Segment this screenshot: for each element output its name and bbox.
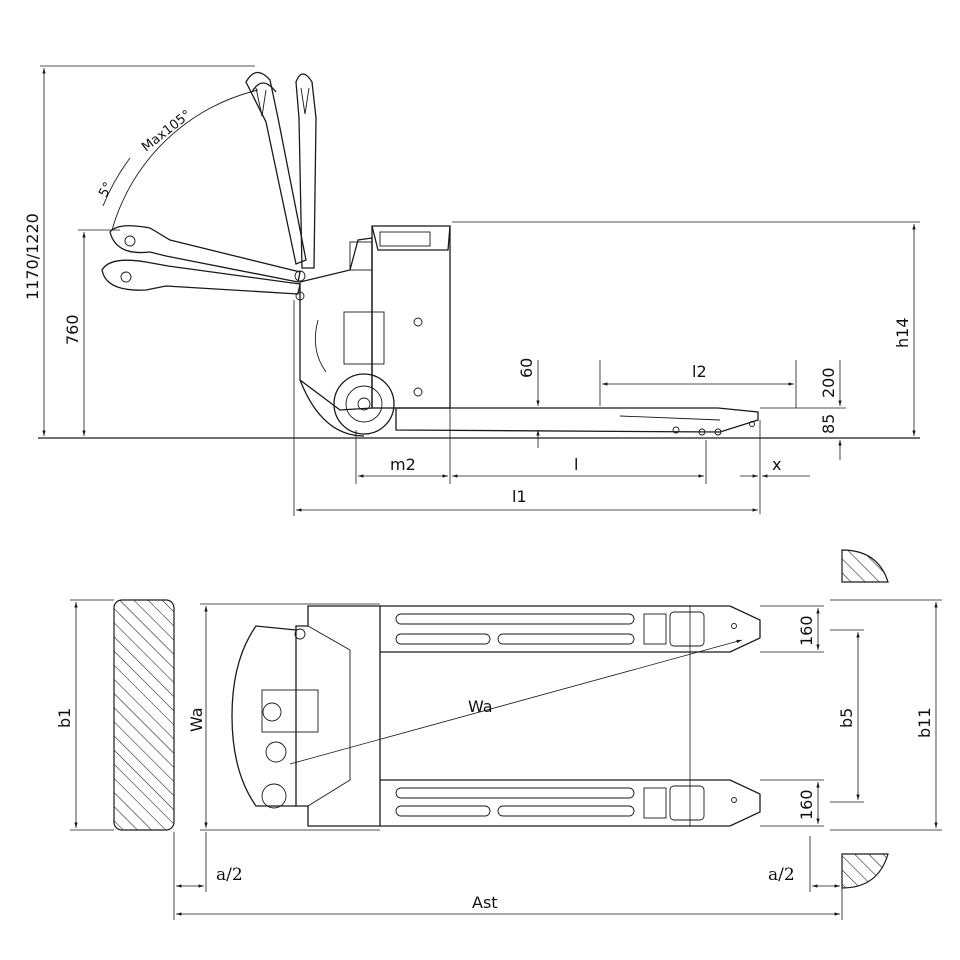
side-view: 1170/1220 760 Max105° 5°	[23, 65, 920, 516]
pallet-block-left	[113, 599, 175, 831]
dimension-b5: b5	[830, 629, 864, 803]
b5-label: b5	[837, 708, 856, 728]
dimension-row-m2-l-x: m2 l x	[355, 408, 810, 514]
h14-label: h14	[893, 318, 912, 349]
dimension-tiller-angle: Max105° 5°	[96, 89, 259, 231]
dimension-fork-thickness: 60	[517, 358, 540, 448]
angle-min-label: 5°	[96, 180, 116, 200]
truck-chassis-top	[231, 605, 381, 827]
handle-height-label: 760	[63, 314, 82, 345]
pallet-corner-top	[841, 549, 889, 583]
b1-label: b1	[55, 708, 74, 728]
dimension-wa-vertical: Wa	[187, 603, 380, 831]
pallet-corner-bottom	[841, 853, 889, 889]
dimension-fork-width: 160 160	[760, 605, 824, 827]
b11-label: b11	[915, 707, 934, 738]
forks-side	[395, 407, 759, 436]
overall-height-label: 1170/1220	[23, 213, 42, 300]
m2-label: m2	[390, 455, 416, 474]
fork-height-label: 85	[819, 414, 838, 434]
a-half-right-label: a/2	[768, 865, 795, 885]
tiller-handles	[101, 71, 317, 301]
dimension-b1: b1	[55, 599, 114, 831]
dimension-h14: h14	[452, 221, 920, 436]
fork-width-top-label: 160	[797, 615, 816, 646]
dimension-wa-radius: Wa	[289, 606, 743, 826]
l2-label: l2	[692, 362, 707, 381]
a-half-left-label: a/2	[216, 865, 243, 885]
top-view: Wa Wa b1 160 160	[55, 549, 942, 920]
wa-vertical-label: Wa	[187, 707, 206, 732]
wa-radius-label: Wa	[468, 697, 493, 716]
dimension-ast: Ast	[176, 893, 840, 916]
fork-top	[380, 605, 761, 653]
dimension-b11: b11	[830, 599, 942, 831]
dimension-a-half: a/2 a/2	[173, 832, 843, 920]
dimension-l2: l2	[599, 360, 797, 408]
fork-width-bottom-label: 160	[797, 789, 816, 820]
dimension-overall-height: 1170/1220	[23, 65, 255, 436]
dimension-l1: l1	[293, 300, 758, 516]
truck-body-side	[299, 225, 451, 437]
dimension-handle-height: 760	[63, 229, 120, 436]
l-label: l	[574, 455, 578, 474]
fork-bottom	[380, 779, 761, 827]
ast-label: Ast	[472, 893, 498, 912]
fork-lift-label: 200	[819, 367, 838, 398]
dimension-lift: 200 85	[760, 360, 846, 460]
l1-label: l1	[512, 487, 527, 506]
angle-max-label: Max105°	[139, 107, 194, 155]
x-label: x	[772, 455, 781, 474]
fork-thickness-label: 60	[517, 358, 536, 378]
